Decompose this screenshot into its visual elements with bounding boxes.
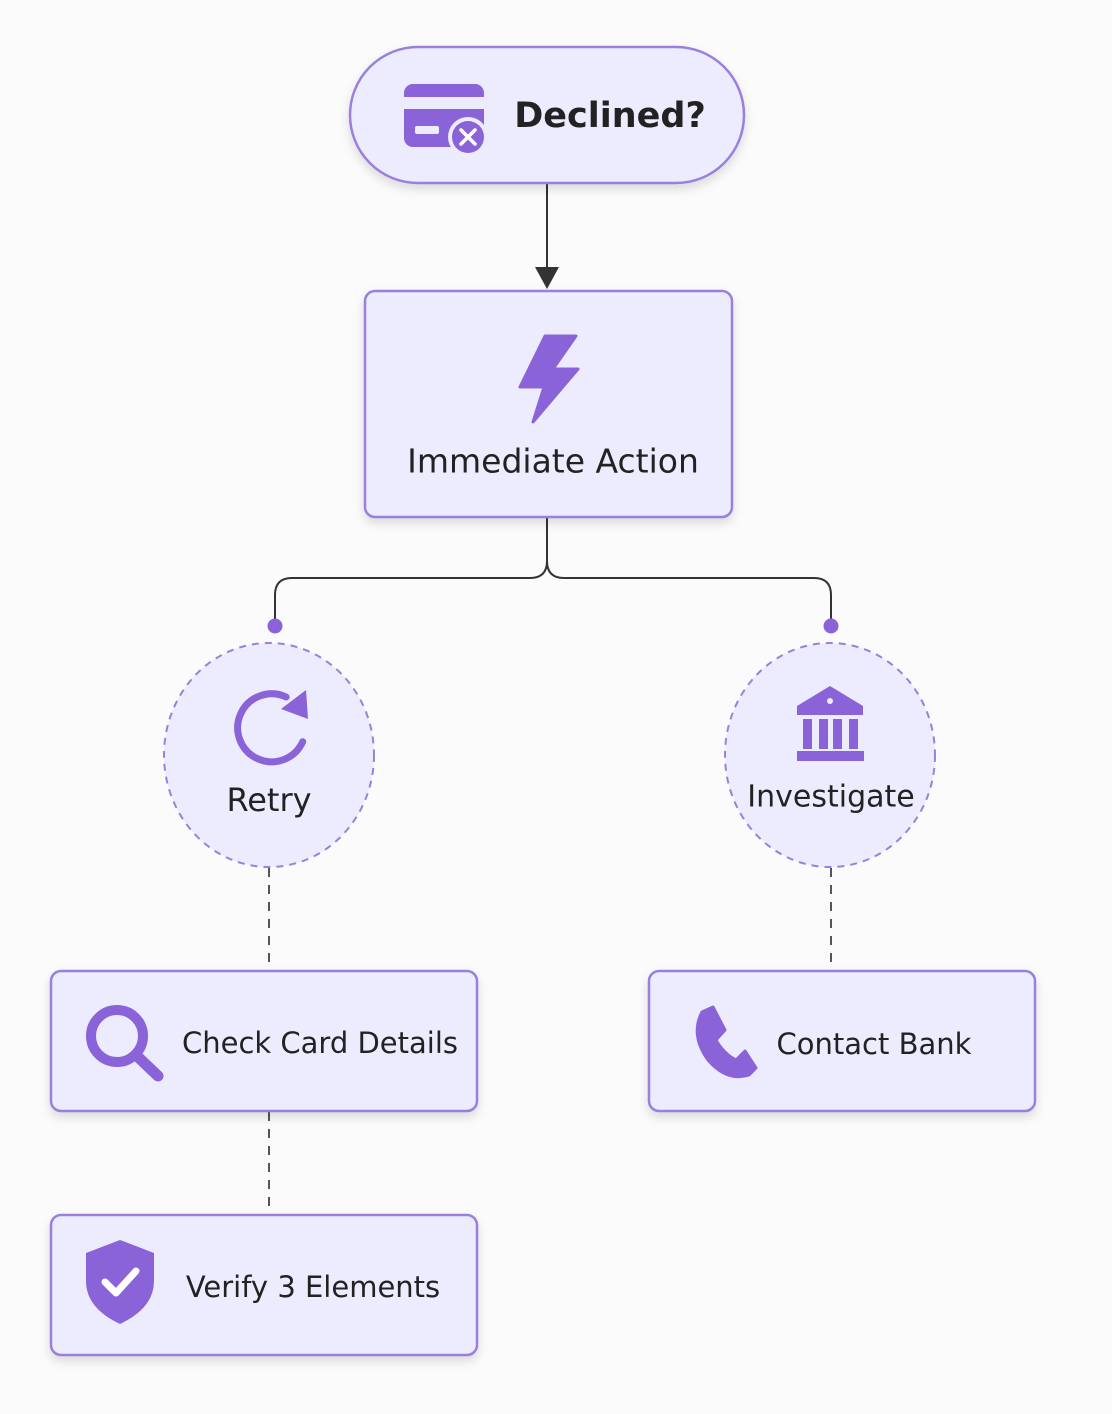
node-immediate-action-label: Immediate Action — [407, 442, 699, 481]
node-investigate[interactable]: Investigate — [724, 642, 936, 868]
lightning-bolt-icon — [518, 334, 580, 424]
connector-dot-retry — [267, 618, 283, 634]
connector-dot-investigate — [823, 618, 839, 634]
phone-icon — [695, 1005, 758, 1079]
arrowhead-icon — [535, 267, 559, 289]
node-contact-bank[interactable]: Contact Bank — [647, 969, 1037, 1113]
connectors — [267, 184, 839, 1214]
node-contact-bank-label: Contact Bank — [777, 1027, 972, 1061]
shield-check-icon — [86, 1240, 154, 1324]
search-icon — [86, 1005, 164, 1082]
node-declined[interactable]: Declined? — [348, 45, 746, 185]
node-verify-elements-label: Verify 3 Elements — [186, 1270, 440, 1304]
node-retry-label: Retry — [226, 781, 311, 819]
bank-icon — [797, 686, 864, 761]
node-check-card-details[interactable]: Check Card Details — [49, 969, 479, 1113]
credit-card-x-icon — [404, 84, 488, 157]
refresh-icon — [234, 690, 308, 766]
node-investigate-label: Investigate — [747, 780, 914, 815]
connector-action-to-retry — [274, 518, 548, 624]
node-check-card-details-label: Check Card Details — [182, 1026, 458, 1060]
node-retry[interactable]: Retry — [163, 642, 375, 868]
node-verify-elements[interactable]: Verify 3 Elements — [49, 1213, 479, 1357]
connector-action-to-investigate — [546, 560, 832, 624]
node-immediate-action[interactable]: Immediate Action — [363, 289, 734, 519]
node-declined-label: Declined? — [514, 96, 706, 136]
